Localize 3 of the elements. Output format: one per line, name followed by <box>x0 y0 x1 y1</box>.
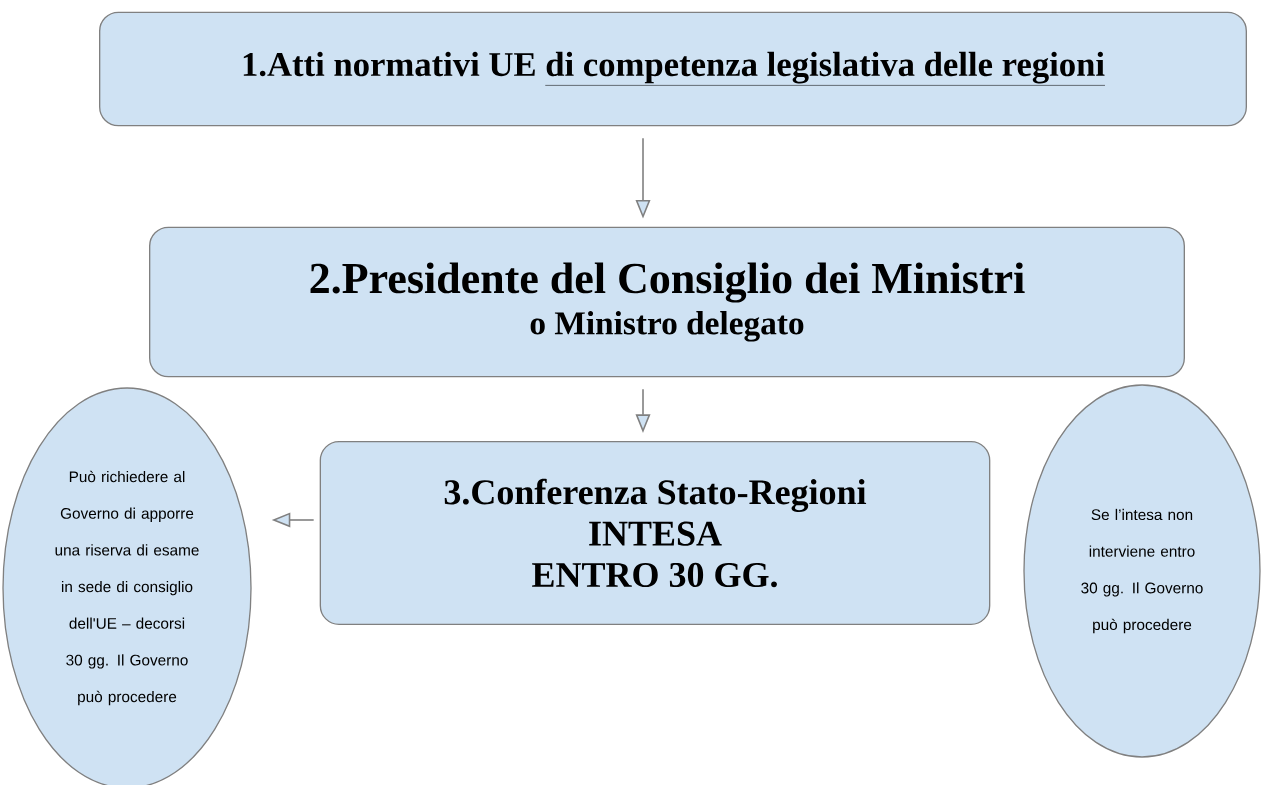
process-box: 3.Conferenza Stato-Regioni INTESA ENTRO 30 GG. <box>319 441 991 625</box>
process-box: 1.Atti normativi UE di competenza legislativa delle regioni <box>99 11 1247 127</box>
process-box: 2.Presidente del Consiglio dei Ministri o Ministro delegato <box>149 226 1185 378</box>
